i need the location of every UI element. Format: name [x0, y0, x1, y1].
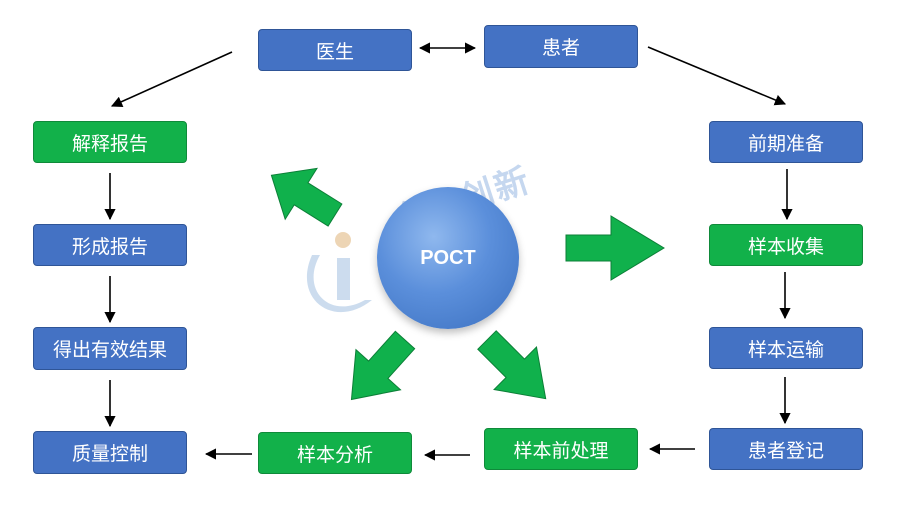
poct-center-label: POCT [420, 246, 476, 269]
node-sample-analysis: 样本分析 [258, 432, 412, 474]
green-block-arrows [270, 167, 665, 401]
arrow-patient-prep [647, 46, 787, 106]
node-prep: 前期准备 [709, 121, 863, 163]
connector-lines [104, 42, 793, 461]
node-doctor: 医生 [258, 29, 412, 71]
poct-center-circle: POCT [377, 187, 519, 329]
node-sample-collect: 样本收集 [709, 224, 863, 266]
node-patient-register: 患者登记 [709, 428, 863, 470]
node-interpret-report: 解释报告 [33, 121, 187, 163]
green-arrow-down-left [350, 330, 416, 401]
green-arrow-down-right [477, 330, 547, 400]
node-patient: 患者 [484, 25, 638, 68]
node-quality-control: 质量控制 [33, 431, 187, 474]
green-arrow-right [565, 215, 665, 281]
node-form-report: 形成报告 [33, 224, 187, 266]
watermark-logo [306, 232, 372, 313]
node-get-result: 得出有效结果 [33, 327, 187, 370]
green-arrow-up-left [270, 167, 343, 227]
arrow-doctor-interpret [110, 51, 233, 107]
node-sample-preprocess: 样本前处理 [484, 428, 638, 470]
node-sample-transport: 样本运输 [709, 327, 863, 369]
